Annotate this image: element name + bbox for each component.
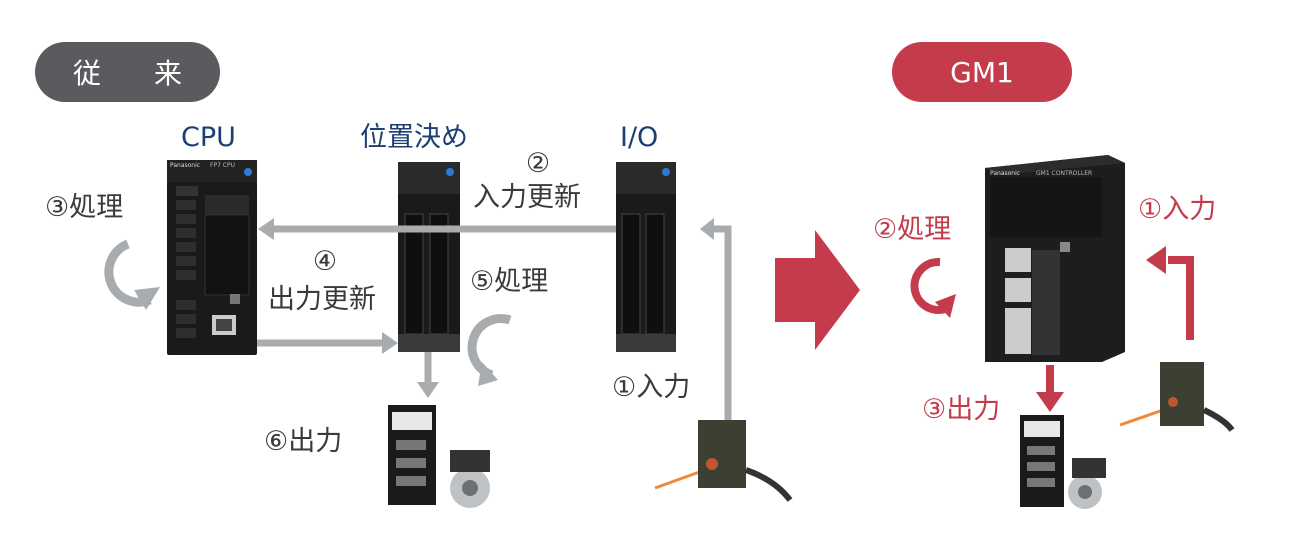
cpu-label: CPU <box>181 122 236 153</box>
gm1-badge: GM1 <box>892 42 1072 102</box>
io-label: I/O <box>620 122 659 153</box>
gm1-photoelectric-sensor-image <box>1119 362 1235 432</box>
gm1-step-output-label: ③出力 <box>922 394 1001 425</box>
positioning-module <box>398 162 460 352</box>
cpu-model-text: FP7 CPU <box>210 162 235 169</box>
gm1-model-text: GM1 CONTROLLER <box>1036 170 1093 177</box>
cpu-process-cycle-icon <box>104 239 152 307</box>
positioning-cycle-arrowhead <box>478 362 498 386</box>
cpu-module <box>167 160 257 355</box>
gm1-input-arrow <box>1146 246 1194 340</box>
step-input-update-number: ② <box>525 148 551 179</box>
step-input-update-label: 入力更新 <box>473 182 581 213</box>
gm1-step-input-label: ①入力 <box>1138 194 1217 225</box>
step-process-label: ③処理 <box>45 192 124 223</box>
gm1-process-cycle-icon <box>910 257 956 318</box>
gm1-output-arrow <box>1036 365 1064 412</box>
conventional-badge: 従 来 <box>35 42 220 102</box>
gm1-servo-motor-image <box>1020 415 1106 509</box>
transition-arrow <box>775 230 860 350</box>
io-module <box>616 162 676 352</box>
step-output-update-label: 出力更新 <box>268 284 376 315</box>
step-output-label: ⑥出力 <box>264 426 343 457</box>
input-update-arrow <box>258 218 616 240</box>
gm1-controller-image <box>985 155 1125 362</box>
cpu-brand-logo: Panasonic <box>170 162 201 169</box>
step-output-update-number: ④ <box>312 246 338 277</box>
servo-motor-image <box>388 405 490 508</box>
output-update-arrow <box>257 332 398 354</box>
sensor-input-arrow <box>700 218 732 485</box>
step-positioning-process-label: ⑤処理 <box>470 266 549 297</box>
photoelectric-sensor-image <box>654 420 793 502</box>
output-down-arrow <box>417 352 439 398</box>
step-input-label: ①入力 <box>612 372 691 403</box>
positioning-label: 位置決め <box>360 122 468 153</box>
gm1-brand-logo: Panasonic <box>990 170 1021 177</box>
positioning-process-cycle-icon <box>467 314 512 380</box>
cpu-cycle-arrowhead <box>134 287 160 310</box>
gm1-step-process-label: ②処理 <box>873 214 952 245</box>
